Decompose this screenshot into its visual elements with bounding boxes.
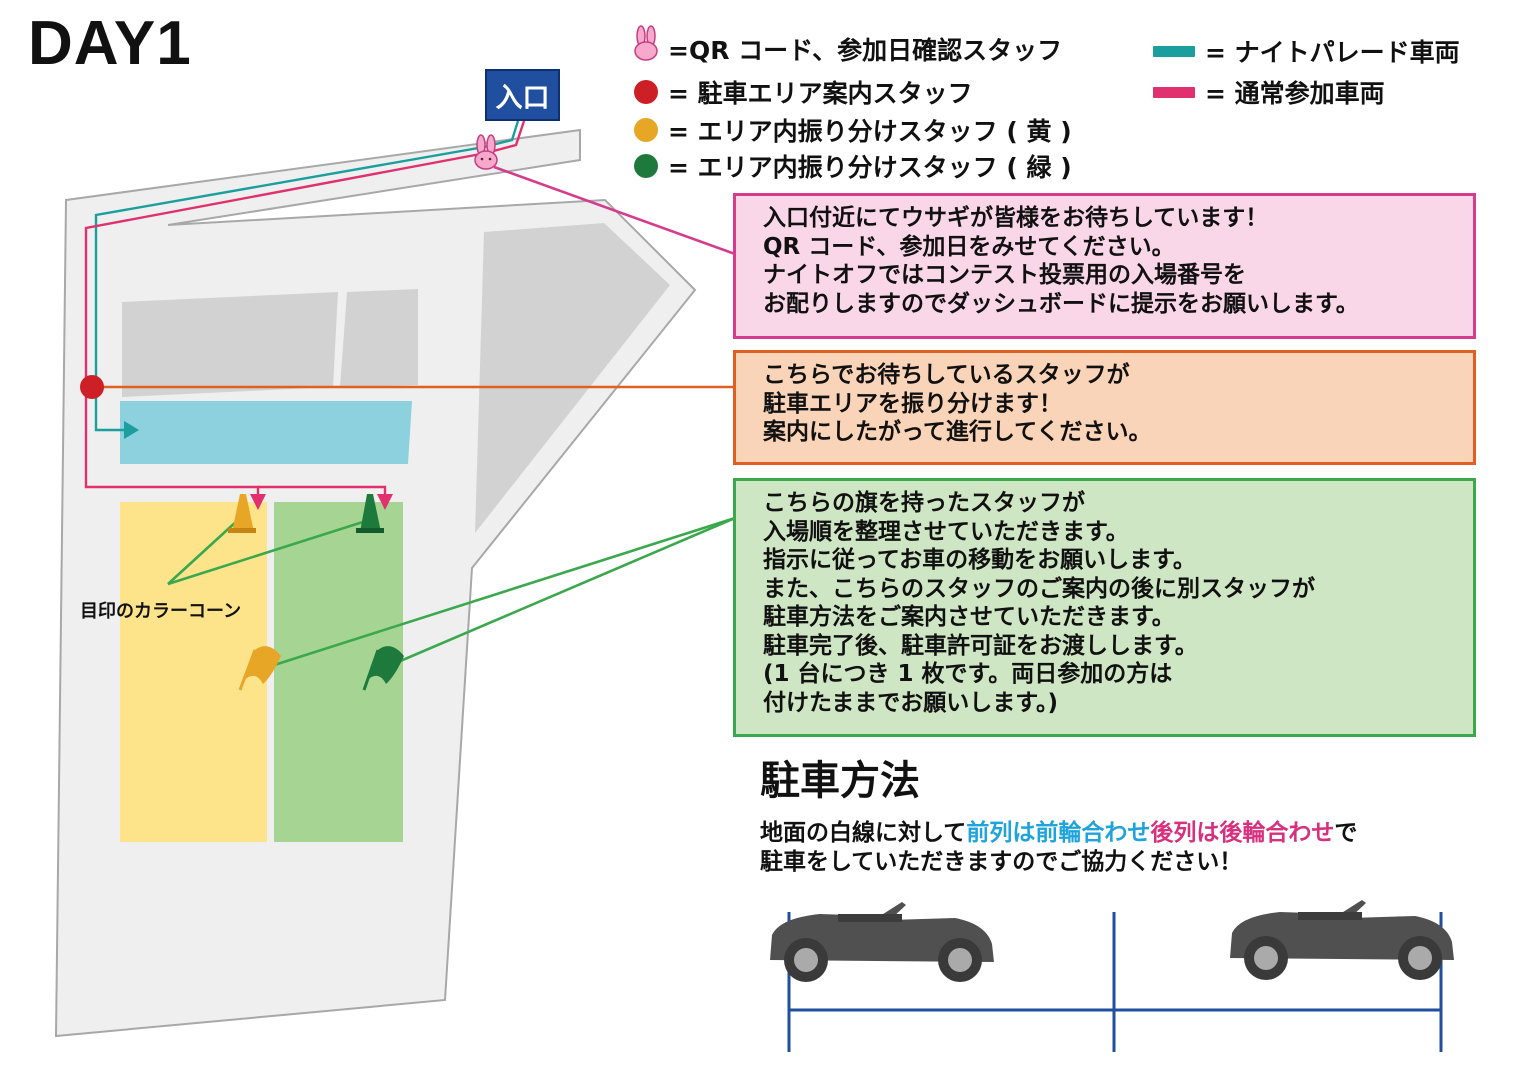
method-text-end: で: [1334, 820, 1358, 846]
building-block-diagonal: [475, 223, 670, 533]
car-front-row-icon: [770, 902, 994, 982]
rabbit-staff-icon: [474, 134, 498, 170]
callout-line: QR コード、参加日をみせてください。: [763, 233, 1175, 260]
legend-regular-text: = 通常参加車両: [1205, 79, 1385, 108]
legend-parking-guide-text: = 駐車エリア案内スタッフ: [668, 79, 973, 108]
green-flag-icon: [362, 646, 404, 691]
cone-connector-yellow: [167, 519, 239, 585]
night-parade-route: [94, 120, 520, 432]
legend-sorting-green: = エリア内振り分けスタッフ ( 緑 ): [634, 148, 1072, 184]
legend-sorting-yellow: = エリア内振り分けスタッフ ( 黄 ): [634, 112, 1072, 148]
callout-line: 案内にしたがって進行してください。: [763, 419, 1152, 445]
flag-staff-callout: こちらの旗を持ったスタッフが 入場順を整理させていただきます。 指示に従ってお車…: [733, 478, 1476, 737]
cone-connector-green: [167, 519, 367, 586]
callout-line: 駐車エリアを振り分けます！: [763, 390, 1062, 417]
method-text: 地面の白線に対して: [760, 820, 967, 846]
parking-guide-staff-dot: [80, 375, 104, 399]
flag-connector-yellow: [267, 516, 736, 669]
yellow-cone-icon: [228, 494, 256, 533]
car-rear-row-icon: [1230, 900, 1454, 980]
callout-line: 入口付近にてウサギが皆様をお待ちしています！: [763, 205, 1269, 231]
yellow-dot-icon: [634, 118, 658, 142]
legend-regular: = 通常参加車両: [1153, 74, 1385, 110]
callout-line: ナイトオフではコンテスト投票用の入場番号を: [763, 262, 1246, 288]
callout-line: 駐車方法をご案内させていただきます。: [763, 604, 1175, 630]
parking-method-title: 駐車方法: [760, 758, 920, 804]
callout-line: (1 台につき 1 枚です。両日参加の方は: [763, 661, 1173, 687]
legend-parking-guide: = 駐車エリア案内スタッフ: [634, 74, 973, 110]
callout-line: 付けたままでお願いします。): [763, 689, 1059, 716]
callout-line: こちらでお待ちしているスタッフが: [763, 362, 1130, 388]
green-cone-icon: [356, 494, 384, 533]
parking-guide-callout: こちらでお待ちしているスタッフが 駐車エリアを振り分けます！ 案内にしたがって進…: [733, 350, 1476, 465]
qr-connector: [493, 165, 736, 256]
yellow-flag-icon: [238, 646, 281, 691]
page-title: DAY1: [28, 9, 192, 78]
callout-line: こちらの旗を持ったスタッフが: [763, 490, 1085, 516]
building-block-right: [340, 289, 418, 387]
yellow-area: [120, 502, 267, 842]
regular-arrowhead-green: [377, 494, 393, 510]
regular-arrowhead-yellow: [250, 494, 266, 510]
legend-sorting-green-text: = エリア内振り分けスタッフ ( 緑 ): [668, 153, 1072, 182]
rabbit-legend-icon: [634, 25, 658, 61]
callout-line: 指示に従ってお車の移動をお願いします。: [763, 547, 1196, 573]
legend-qr-staff: =QR コード、参加日確認スタッフ: [668, 31, 1062, 67]
qr-staff-callout: 入口付近にてウサギが皆様をお待ちしています！ QR コード、参加日をみせてくださ…: [733, 193, 1476, 339]
legend-qr-staff-text: =QR コード、参加日確認スタッフ: [668, 36, 1063, 65]
entrance-label: 入口: [485, 69, 560, 121]
pink-line-icon: [1153, 86, 1195, 98]
color-cone-label: 目印のカラーコーン: [80, 601, 242, 622]
legend-sorting-yellow-text: = エリア内振り分けスタッフ ( 黄 ): [668, 117, 1072, 146]
green-dot-icon: [634, 154, 658, 178]
building-block-left: [122, 292, 338, 397]
parking-method-line-2: 駐車をしていただきますのでご協力ください！: [760, 849, 1243, 875]
callout-line: 駐車完了後、駐車許可証をお渡しします。: [763, 632, 1198, 659]
rear-row-text: 後列は後輪合わせ: [1150, 820, 1335, 846]
night-parade-area: [120, 401, 412, 464]
parking-method-line-1: 地面の白線に対して前列は前輪合わせ後列は後輪合わせで: [760, 813, 1357, 847]
legend-night-parade: = ナイトパレード車両: [1153, 33, 1460, 69]
legend-night-parade-text: = ナイトパレード車両: [1205, 38, 1460, 67]
callout-line: お配りしますのでダッシュボードに提示をお願いします。: [763, 290, 1359, 317]
callout-line: 入場順を整理させていただきます。: [763, 518, 1129, 545]
flag-connector-green: [397, 516, 736, 664]
night-parade-arrowhead: [124, 421, 139, 439]
callout-line: また、こちらのスタッフのご案内の後に別スタッフが: [763, 575, 1315, 602]
front-row-text: 前列は前輪合わせ: [966, 820, 1151, 846]
teal-line-icon: [1153, 45, 1195, 57]
red-dot-icon: [634, 80, 658, 104]
